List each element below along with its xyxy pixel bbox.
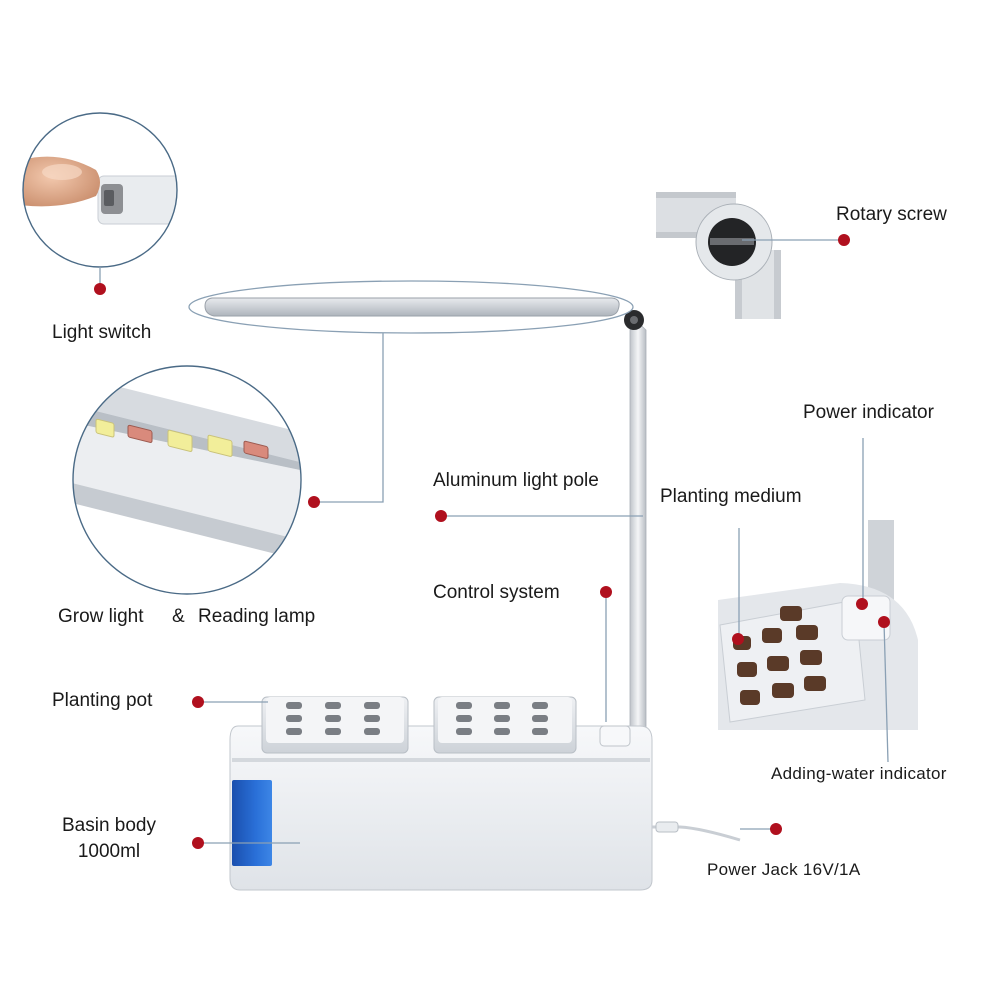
rotary-screw-inset xyxy=(656,183,797,319)
label-grow-light: Grow light xyxy=(58,606,144,627)
marker-adding-water xyxy=(878,616,890,628)
planting-pot-right xyxy=(433,696,577,754)
hydroponic-device xyxy=(204,297,741,891)
label-rotary-screw: Rotary screw xyxy=(836,204,947,225)
label-basin-capacity: 1000ml xyxy=(77,841,141,862)
label-ampersand: & xyxy=(172,606,185,627)
planting-pot-left xyxy=(261,696,409,754)
label-planting-pot: Planting pot xyxy=(52,690,153,711)
label-aluminum-pole: Aluminum light pole xyxy=(433,470,599,491)
marker-dots xyxy=(94,234,890,849)
label-reading-lamp: Reading lamp xyxy=(198,606,316,627)
label-power-indicator: Power indicator xyxy=(803,402,934,423)
label-control-system: Control system xyxy=(433,582,560,603)
marker-power-jack xyxy=(770,823,782,835)
marker-rotary-screw xyxy=(838,234,850,246)
marker-control-system xyxy=(600,586,612,598)
marker-basin-body xyxy=(192,837,204,849)
label-light-switch: Light switch xyxy=(52,322,152,343)
label-basin-body: Basin body xyxy=(61,815,156,836)
label-adding-water-indicator: Adding-water indicator xyxy=(771,764,947,783)
leader-lines xyxy=(99,239,889,844)
marker-power-indicator xyxy=(856,598,868,610)
led-strip-inset xyxy=(72,365,302,595)
marker-grow-light xyxy=(308,496,320,508)
light-switch-inset xyxy=(22,112,178,268)
label-power-jack: Power Jack 16V/1A xyxy=(707,860,861,879)
marker-aluminum-pole xyxy=(435,510,447,522)
marker-light-switch xyxy=(94,283,106,295)
marker-planting-medium xyxy=(732,633,744,645)
label-planting-medium: Planting medium xyxy=(660,486,802,507)
marker-planting-pot xyxy=(192,696,204,708)
